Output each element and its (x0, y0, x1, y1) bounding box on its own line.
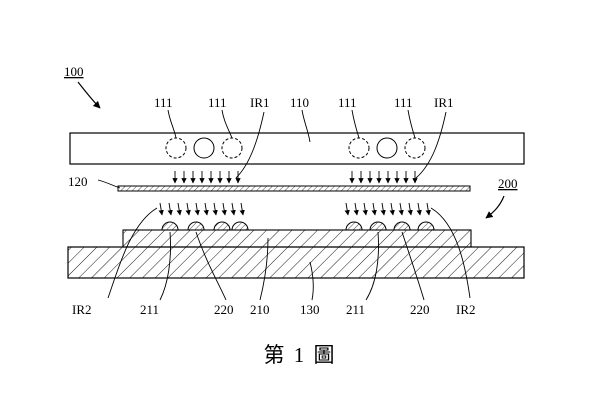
labels: 100 111 111 IR1 110 111 111 IR1 120 200 … (64, 64, 518, 317)
label-111-b: 111 (208, 95, 227, 110)
label-111-c: 111 (338, 95, 357, 110)
solder-balls-left (161, 221, 249, 231)
label-ir1-left: IR1 (250, 95, 270, 110)
arrow-200 (485, 195, 505, 219)
label-ir2-left: IR2 (72, 302, 92, 317)
label-100: 100 (64, 64, 84, 79)
film-120 (117, 185, 471, 192)
label-120: 120 (68, 174, 88, 189)
label-210: 210 (250, 302, 270, 317)
label-ir2-right: IR2 (456, 302, 476, 317)
ir2-arrows-right (344, 202, 431, 216)
label-211-right: 211 (346, 302, 365, 317)
label-111-a: 111 (154, 95, 173, 110)
label-111-d: 111 (394, 95, 413, 110)
label-200: 200 (498, 176, 518, 191)
arrow-100 (77, 81, 101, 109)
solder-balls-right (345, 221, 435, 231)
label-211-left: 211 (140, 302, 159, 317)
leader-lines (97, 109, 471, 301)
ir1-arrows-left (172, 171, 241, 184)
ir1-arrows-right (349, 171, 418, 184)
carrier-130 (67, 246, 525, 279)
label-110: 110 (290, 95, 309, 110)
label-130: 130 (300, 302, 320, 317)
emitter-plate-110 (69, 132, 525, 165)
figure-caption: 第 1 圖 (264, 343, 337, 367)
ir2-arrows-left (158, 202, 245, 216)
substrate-210 (122, 229, 472, 248)
label-220-right: 220 (410, 302, 430, 317)
label-220-left: 220 (214, 302, 234, 317)
label-ir1-right: IR1 (434, 95, 454, 110)
